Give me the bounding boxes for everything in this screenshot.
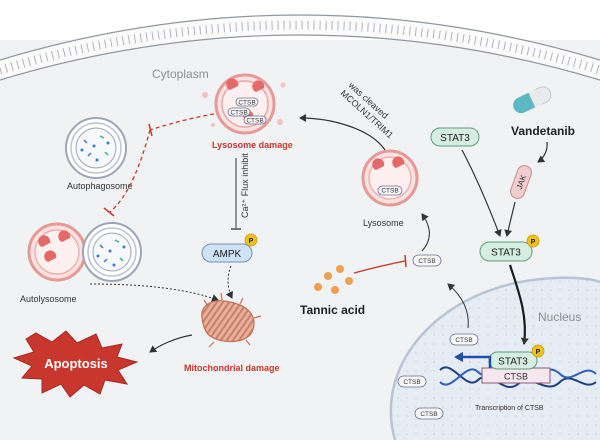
stat3-nuclear-translocation-arrow <box>508 264 529 345</box>
autophagosome <box>65 117 127 179</box>
autolysosome-label: Autolysosome <box>20 294 77 304</box>
autolysosome <box>27 222 142 282</box>
svg-text:P: P <box>249 238 254 245</box>
ctsb-pill: CTSB <box>414 407 444 420</box>
vandetanib-to-jak-arrow <box>537 141 548 163</box>
ctsb-to-lysosome-arrow <box>421 213 430 252</box>
tannic-acid-label: Tannic acid <box>300 303 365 317</box>
ampk-to-mito-arrow <box>225 265 233 299</box>
tannic-acid-inhibits-ctsb-arrow <box>353 254 407 274</box>
svg-text:P: P <box>536 349 541 356</box>
vandetanib-label: Vandetanib <box>511 124 575 138</box>
svg-text:CTSB: CTSB <box>403 379 420 386</box>
nuclear-stat3-pill: STAT3 <box>488 351 538 370</box>
svg-text:CTSB: CTSB <box>246 117 263 124</box>
transcription-start-arrow <box>454 352 492 368</box>
svg-text:CTSB: CTSB <box>455 337 472 344</box>
ctsb-pill: CTSB <box>397 375 427 388</box>
ca-flux-inhibit-label: Ca²⁺ Flux inhibit <box>240 153 250 218</box>
autolysosome-to-mito-arrow <box>89 283 219 302</box>
tannic-acid-molecules <box>314 265 353 294</box>
mito-to-apoptosis-arrow <box>149 334 193 353</box>
jak-to-stat3-arrow <box>504 201 516 237</box>
autophagosome-label: Autophagosome <box>67 181 133 191</box>
svg-text:CTSB: CTSB <box>418 258 435 265</box>
svg-text:STAT3: STAT3 <box>491 248 521 259</box>
ctsb-pill: CTSB <box>227 107 251 117</box>
svg-text:STAT3: STAT3 <box>440 133 470 144</box>
svg-text:CTSB: CTSB <box>420 411 437 418</box>
svg-text:CTSB: CTSB <box>238 99 255 106</box>
nuclear-ctsb-export-arrow <box>447 283 469 329</box>
cell-membrane <box>0 14 600 81</box>
svg-text:CTSB: CTSB <box>504 372 528 382</box>
transcription-label: Transcription of CTSB <box>475 405 544 412</box>
lysosome <box>361 149 419 207</box>
stat3-to-phospho-stat3-arrow <box>461 149 502 237</box>
ctsb-gene-box: CTSB <box>481 367 551 384</box>
phospho-stat3-pill: STAT3 <box>479 241 533 262</box>
ca-flux-inhibit-arrow <box>231 158 241 230</box>
ctsb-pill: CTSB <box>412 254 442 267</box>
cytoplasm-label: Cytoplasm <box>152 67 209 81</box>
lysosome-to-damage-arrow <box>299 114 386 151</box>
lysosome-label: Lysosome <box>363 218 404 228</box>
svg-text:AMPK: AMPK <box>213 249 242 260</box>
phospho-badge: P <box>531 344 545 358</box>
svg-text:P: P <box>531 239 536 246</box>
ctsb-pill: CTSB <box>377 185 403 196</box>
ampk-pill: AMPK <box>201 243 253 263</box>
svg-text:CTSB: CTSB <box>381 188 398 195</box>
lysosome-damage-inhibits-autophagy-arrow <box>103 113 215 217</box>
apoptosis-label: Apoptosis <box>44 356 108 371</box>
ctsb-pill: CTSB <box>243 115 267 125</box>
apoptosis-burst: Apoptosis <box>12 330 139 398</box>
mitochondrion <box>201 292 262 348</box>
phospho-badge: P <box>526 234 540 248</box>
jak-pill: JAK <box>510 165 532 199</box>
mitochondrial-damage-label: Mitochondrial damage <box>184 363 280 373</box>
nucleus-label: Nucleus <box>538 310 581 324</box>
lysosome-damage-label: Lysosome damage <box>212 140 293 150</box>
svg-text:CTSB: CTSB <box>230 109 247 116</box>
stat3-pill: STAT3 <box>430 127 480 147</box>
ctsb-pill: CTSB <box>235 97 259 107</box>
vandetanib-capsule <box>513 86 552 114</box>
phospho-badge: P <box>244 233 258 247</box>
svg-text:STAT3: STAT3 <box>498 357 528 368</box>
ctsb-pill: CTSB <box>449 333 479 346</box>
